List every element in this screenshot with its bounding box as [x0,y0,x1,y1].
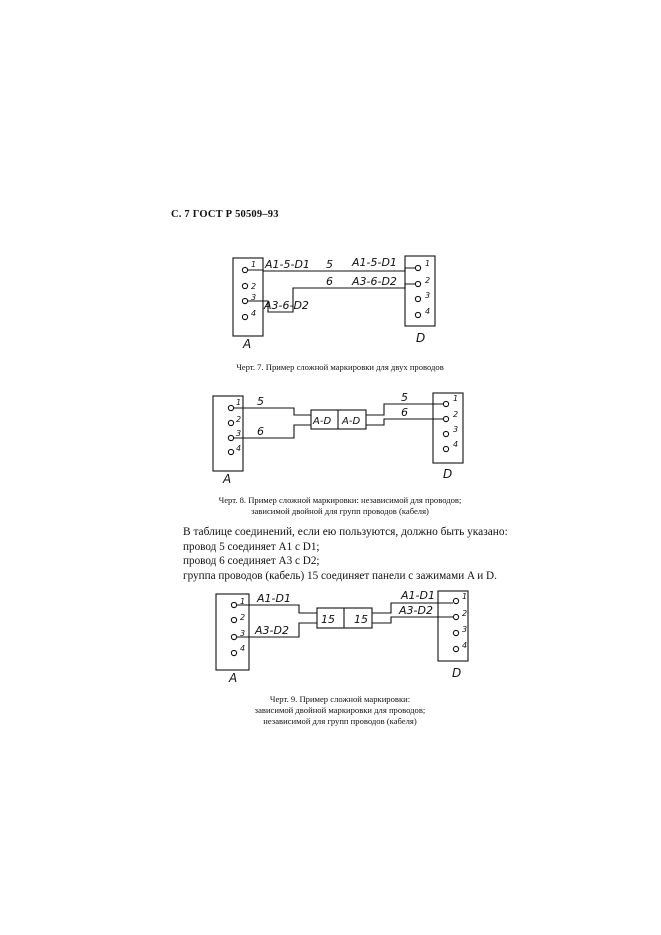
panel-a [215,593,250,671]
wire-mark: A1-5-D1 [264,258,310,271]
terminal-label: 2 [236,415,241,424]
terminal-label: 1 [462,592,467,601]
wire-6-right [366,418,443,426]
terminal-label: 1 [453,394,458,403]
wire-mark: A3-D2 [254,624,289,637]
terminal-label: 1 [251,260,256,269]
terminal-label: 4 [240,644,245,653]
caption-7-line: Черт. 7. Пример сложной маркировки для д… [236,362,444,372]
terminal-label: 4 [462,641,467,650]
caption-8-line: зависимой двойной для групп проводов (ка… [251,506,429,516]
wire-number: 6 [326,275,333,288]
terminal-label: 1 [236,398,241,407]
caption-9: Черт. 9. Пример сложной маркировки: зави… [200,694,480,727]
wire-5-right [366,403,443,416]
terminal-label: 3 [462,625,467,634]
wire-number: 6 [401,406,408,419]
wire-6 [248,283,415,313]
terminal-label: 3 [453,425,458,434]
panel-d-label: D [416,331,425,345]
terminal-label: 4 [236,444,241,453]
cable-mark: 15 [354,613,368,626]
caption-9-line: Черт. 9. Пример сложной маркировки: [269,694,411,704]
panel-a [212,395,244,472]
terminal-label: 2 [240,613,245,622]
wire-number: 6 [257,425,264,438]
terminal-label: 2 [425,276,430,285]
caption-8-line: Черт. 8. Пример сложной маркировки: неза… [218,495,462,505]
connection-table-text: В таблице соединений, если ею пользуются… [183,525,523,583]
cable-mark: A-D [341,416,360,427]
panel-a [232,257,264,337]
cable-mark: A-D [312,416,331,427]
terminal-label: 3 [236,429,241,438]
caption-8: Черт. 8. Пример сложной маркировки: неза… [180,495,500,517]
wire-number: 5 [401,391,408,404]
caption-9-line: независимой для групп проводов (кабеля) [263,716,417,726]
wire-mark: A1-D1 [400,589,435,602]
wire-left-top [237,604,317,614]
caption-7: Черт. 7. Пример сложной маркировки для д… [200,362,480,373]
terminal-label: 2 [462,609,467,618]
terminal-label: 3 [425,291,430,300]
terminal-label: 3 [251,293,256,302]
terminal-label: 4 [453,440,458,449]
wire-mark: A1-D1 [256,592,291,605]
panel-d-label: D [443,467,452,481]
wire-5-left [234,407,311,416]
panel-a-label: A [228,671,237,685]
wire-mark: A3-6-D2 [351,275,397,288]
body-line: провод 5 соединяет A1 с D1; [183,540,320,553]
terminal-label: 2 [251,282,256,291]
page-header: С. 7 ГОСТ Р 50509–93 [171,209,279,220]
body-line: группа проводов (кабель) 15 соединяет па… [183,569,497,582]
terminal-label: 1 [425,259,430,268]
caption-9-line: зависимой двойной маркировки для проводо… [254,705,426,715]
body-line: провод 6 соединяет A3 с D2; [183,555,320,567]
panel-d [432,392,464,464]
body-line: В таблице соединений, если ею пользуются… [183,526,508,538]
panel-d [437,590,469,662]
wire-right-bottom [372,616,453,624]
panel-a-label: A [222,472,231,486]
wire-6-left [234,424,311,439]
wire-left-bottom [237,622,317,638]
cable-mark: 15 [321,613,335,626]
terminal-label: 3 [240,629,245,638]
terminal-label: 4 [251,309,256,318]
wire-right-top [372,602,453,614]
wire-mark: A3-6-D2 [263,299,309,312]
wire-mark: A3-D2 [398,604,433,617]
terminal-label: 1 [240,597,245,606]
wire-number: 5 [326,258,333,271]
terminal-label: 2 [453,410,458,419]
terminal-label: 4 [425,307,430,316]
panel-d-label: D [452,666,461,680]
panel-a-label: A [242,337,251,351]
wire-number: 5 [257,395,264,408]
wire-mark: A1-5-D1 [351,256,397,269]
wire-5 [248,267,415,272]
panel-d [404,255,436,327]
